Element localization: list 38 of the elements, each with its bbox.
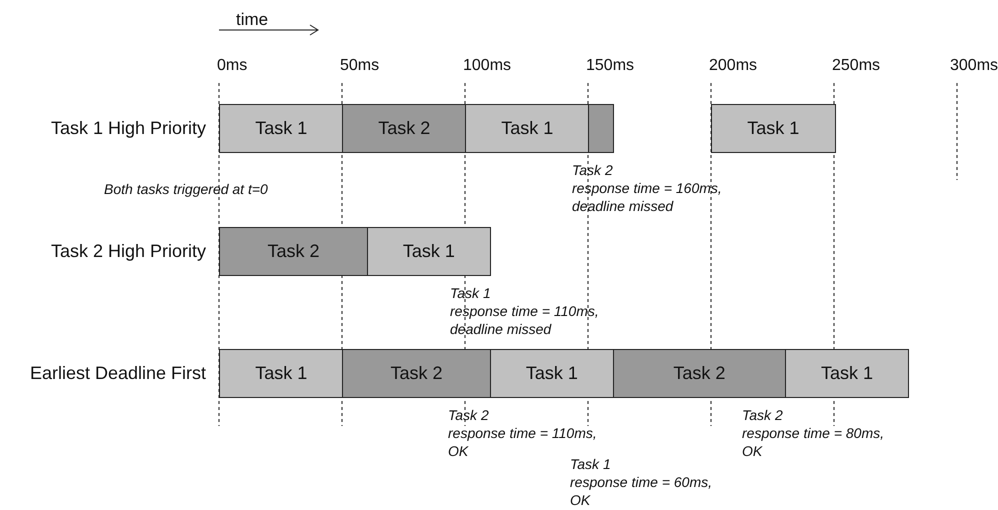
row-label: Earliest Deadline First <box>28 362 206 385</box>
tick-label: 250ms <box>832 56 880 76</box>
annotation-text: Task 2 response time = 80ms, OK <box>742 406 886 460</box>
task-block <box>366 227 492 276</box>
task-label: Task 1 <box>821 362 874 385</box>
tick-label: 150ms <box>586 56 634 76</box>
task-block <box>219 104 344 153</box>
note-text: Both tasks triggered at t=0 <box>104 180 268 198</box>
annotation-text: Task 1 response time = 110ms, deadline missed <box>450 284 600 338</box>
task-block <box>219 227 368 276</box>
task-label: Task 1 <box>501 117 554 140</box>
task-label: Task 1 <box>255 117 308 140</box>
task-label: Task 1 <box>747 117 800 140</box>
tick-label: 200ms <box>709 56 758 76</box>
axis-title: time <box>236 10 268 30</box>
annotation-text: Task 2 response time = 160ms, deadline missed <box>572 161 723 215</box>
task-label: Task 2 <box>390 362 443 385</box>
task-block <box>342 349 492 398</box>
row-label: Task 1 High Priority <box>50 117 206 140</box>
task-label: Task 1 <box>255 362 308 385</box>
task-block <box>612 349 786 398</box>
task-block <box>342 104 466 153</box>
task-label: Task 2 <box>268 240 320 263</box>
task-block <box>465 104 590 153</box>
row-label: Task 2 High Priority <box>50 240 206 263</box>
task-block <box>784 349 910 398</box>
task-block <box>588 104 614 153</box>
tick-label: 50ms <box>340 56 380 76</box>
task-label: Task 2 <box>673 362 726 385</box>
task-block <box>711 104 836 153</box>
tick-label: 300ms <box>950 56 998 76</box>
task-block <box>219 349 344 398</box>
task-block <box>490 349 614 398</box>
task-label: Task 2 <box>378 117 430 140</box>
task-label: Task 1 <box>402 240 455 263</box>
task-label: Task 1 <box>526 362 578 385</box>
tick-label: 0ms <box>217 56 248 76</box>
tick-label: 100ms <box>463 56 512 76</box>
